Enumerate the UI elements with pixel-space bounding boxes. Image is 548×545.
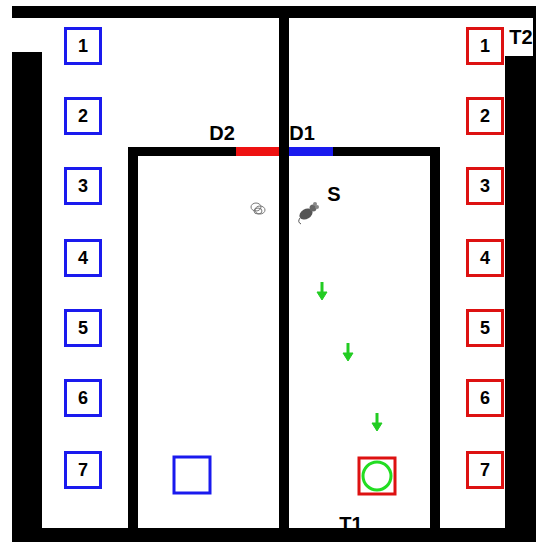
zone-number: 6 (480, 389, 490, 407)
zone-number: 2 (480, 107, 490, 125)
mouse-tail (299, 218, 301, 224)
zone-number: 7 (78, 461, 88, 479)
marker-label: S (327, 184, 340, 204)
zone-box: 4 (466, 239, 504, 277)
zone-box: 6 (466, 379, 504, 417)
zone-number: 5 (480, 319, 490, 337)
arrow-shaft (321, 282, 324, 293)
zone-number: 1 (78, 37, 88, 55)
left-opening (12, 18, 44, 52)
zone-number: 7 (480, 461, 490, 479)
right-arm-side-wall (430, 147, 440, 528)
outer-wall (12, 6, 536, 542)
right-opening (503, 18, 533, 56)
zone-box: 1 (466, 27, 504, 65)
zone-number: 4 (480, 249, 490, 267)
zone-number: 6 (78, 389, 88, 407)
zone-box: 5 (466, 309, 504, 347)
arrow-head (343, 353, 353, 361)
zone-number: 4 (78, 249, 88, 267)
zone-box: 3 (466, 167, 504, 205)
zone-number: 3 (78, 177, 88, 195)
right-arm-top-wall (288, 147, 440, 156)
left-arm-top-wall (128, 147, 280, 156)
zone-box: 2 (466, 97, 504, 135)
arrow-shaft (347, 343, 350, 354)
zone-number: 2 (78, 107, 88, 125)
zone-number: 1 (480, 37, 490, 55)
mouse (297, 202, 319, 224)
ghost-body (254, 208, 262, 214)
zone-box: 6 (64, 379, 102, 417)
target-circle (363, 462, 391, 490)
door-red (236, 147, 279, 156)
door-blue (289, 147, 333, 156)
mouse-ear (315, 205, 319, 209)
zone-number: 3 (480, 177, 490, 195)
goal-square-blue (174, 457, 210, 493)
ghost-mouse (251, 203, 265, 214)
zone-box: 7 (64, 451, 102, 489)
left-arm-side-wall (128, 147, 138, 528)
zone-box: 2 (64, 97, 102, 135)
zone-box: 7 (466, 451, 504, 489)
zone-box: 1 (64, 27, 102, 65)
maze-floor (42, 18, 505, 528)
path-arrows (317, 282, 382, 431)
arrow-head (317, 292, 327, 300)
zone-box: 5 (64, 309, 102, 347)
ghost-body (255, 206, 265, 214)
arrow-head (372, 423, 382, 431)
marker-label: T1 (339, 514, 362, 534)
zone-box: 3 (64, 167, 102, 205)
marker-label: D2 (209, 123, 235, 143)
zone-number: 5 (78, 319, 88, 337)
zone-box: 4 (64, 239, 102, 277)
arrow-shaft (376, 413, 379, 424)
marker-label: T2 (509, 27, 532, 47)
goal-square-red (359, 458, 395, 494)
central-wall (279, 18, 289, 528)
marker-label: D1 (289, 123, 315, 143)
